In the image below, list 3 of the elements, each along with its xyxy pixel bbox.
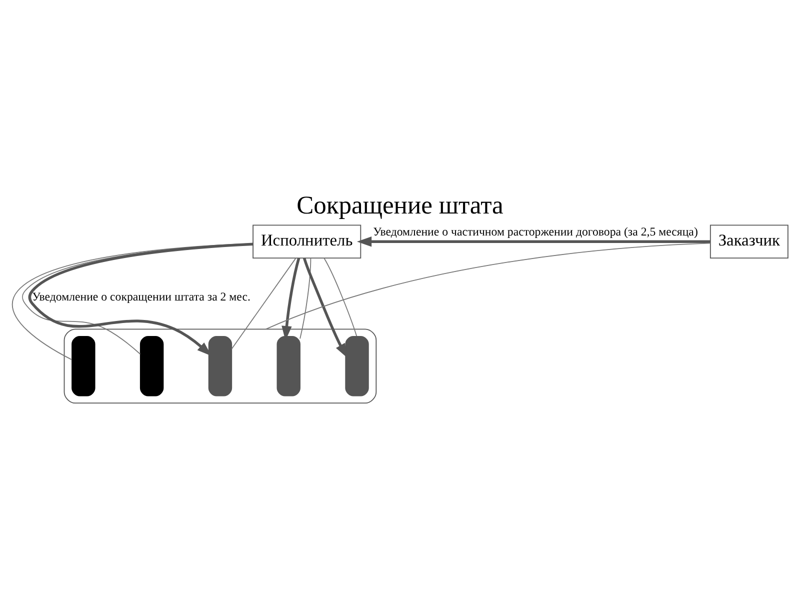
- edge-label: Уведомление о частичном расторжении договора (за 2,5 месяца): [373, 224, 698, 239]
- diagram-title: Сокращение штата: [296, 190, 504, 220]
- edge-label: Уведомление о сокращении штата за 2 мес.: [32, 289, 250, 304]
